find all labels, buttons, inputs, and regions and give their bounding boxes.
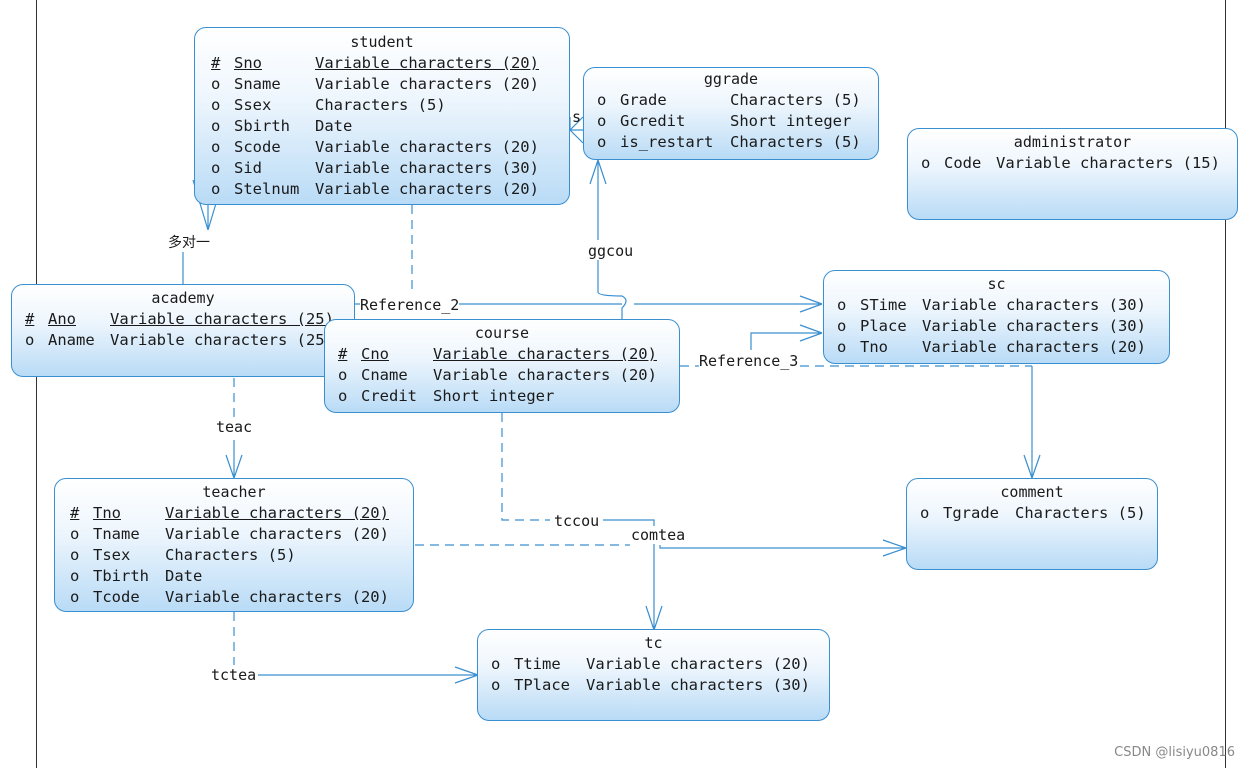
- entity-title: course: [474, 324, 530, 342]
- label-many-to-one: 多对一: [168, 234, 210, 252]
- entity-title: sc: [987, 275, 1006, 293]
- link-student-ggrade: [569, 116, 584, 144]
- link-reference3: [750, 324, 823, 350]
- link-student-academy: [182, 179, 224, 285]
- entity-title: student: [350, 33, 414, 51]
- entity-title: tc: [644, 634, 663, 652]
- entity-title: teacher: [202, 483, 266, 501]
- label-tctea: tctea: [211, 666, 257, 684]
- link-sc-comment: [1023, 366, 1041, 479]
- label-tccou: tccou: [554, 512, 600, 530]
- label-ggcou: ggcou: [588, 242, 634, 260]
- label-comtea: comtea: [631, 526, 686, 544]
- watermark: CSDN @lisiyu0816: [1114, 745, 1235, 760]
- label-s: s: [572, 108, 582, 126]
- left-page-border: [36, 0, 37, 768]
- entity-title: ggrade: [703, 70, 759, 88]
- link-ggrade-course: [589, 159, 627, 320]
- link-course-tc: [501, 413, 550, 521]
- label-teac: teac: [216, 418, 253, 436]
- label-reference-3: Reference_3: [699, 352, 799, 370]
- entity-title: comment: [1000, 483, 1064, 501]
- right-page-border: [1225, 0, 1226, 768]
- entity-title: administrator: [1013, 133, 1132, 151]
- entity-title: academy: [151, 289, 215, 307]
- label-reference-2: Reference_2: [360, 296, 460, 314]
